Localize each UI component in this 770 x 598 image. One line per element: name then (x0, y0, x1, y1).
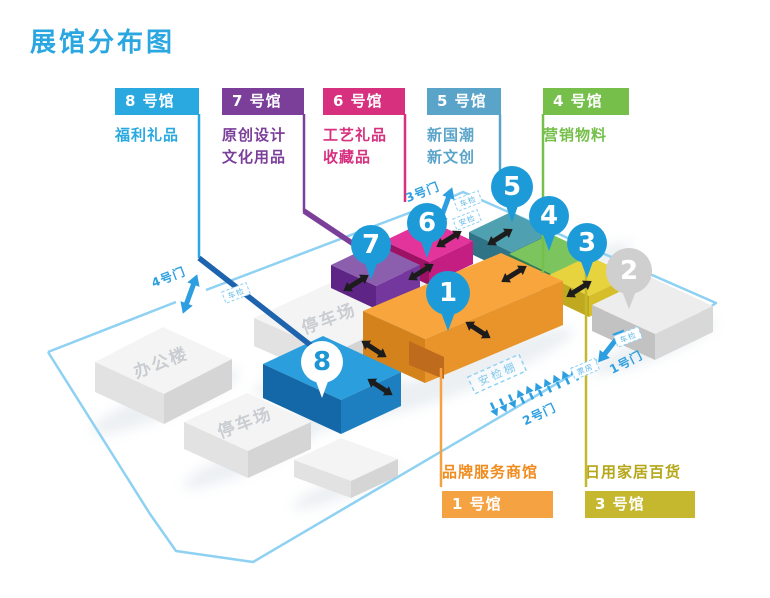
legend-hall-1: 品牌服务商馆 1 号馆 (442, 461, 553, 518)
gate2-label: 2号门 (520, 400, 558, 429)
hall1-tag: 1 号馆 (442, 491, 553, 518)
hall4-category: 营销物料 (543, 126, 608, 144)
pin-3: 3 (567, 223, 607, 278)
pin7-number: 7 (362, 230, 380, 260)
hall6-category: 工艺礼品 (323, 126, 388, 144)
page-title: 展馆分布图 (30, 28, 176, 58)
gate-4: 4号门 车检 (149, 263, 251, 315)
hall5-category: 新文创 (427, 148, 476, 166)
hall7-category: 原创设计 (222, 126, 287, 144)
pin-6: 6 (407, 203, 447, 258)
pin5-number: 5 (503, 172, 521, 202)
legend-hall-6: 6 号馆 工艺礼品 收藏品 (323, 88, 405, 168)
legend-hall-7: 7 号馆 原创设计 文化用品 (222, 88, 304, 168)
hall1-category: 品牌服务商馆 (442, 463, 539, 481)
legend-hall-8: 8 号馆 福利礼品 (115, 88, 199, 146)
hall6-tag: 6 号馆 (323, 88, 405, 115)
office-building: 办公楼 (95, 327, 232, 424)
hall8-category: 福利礼品 (115, 126, 180, 144)
hall6-category: 收藏品 (323, 148, 372, 166)
service-building (294, 438, 398, 498)
pin1-number: 1 (439, 278, 457, 308)
hall-pins: 2 5 4 3 6 (301, 166, 652, 398)
hall3-category: 日用家居百货 (585, 463, 682, 481)
pin8-number: 8 (313, 347, 331, 377)
pin-4: 4 (529, 196, 569, 251)
security-wall (409, 341, 444, 379)
pin-2: 2 (606, 248, 652, 309)
parking-lot-lower: 停车场 (184, 393, 311, 478)
hall3-tag: 3 号馆 (585, 491, 695, 518)
hall8-tag: 8 号馆 (115, 88, 199, 115)
pin3-number: 3 (578, 228, 596, 258)
pin-1: 1 (426, 271, 470, 331)
hall5-category: 新国潮 (427, 126, 476, 144)
pin6-number: 6 (418, 208, 436, 238)
gate3-label: 3号门 (403, 178, 441, 205)
leader-lines (197, 114, 588, 487)
hall4-tag: 4 号馆 (543, 88, 629, 115)
legend-hall-3: 日用家居百货 3 号馆 (585, 461, 695, 518)
legend-hall-5: 5 号馆 新国潮 新文创 (427, 88, 501, 168)
pin4-number: 4 (540, 201, 558, 231)
pin-7: 7 (351, 225, 391, 280)
pin-5: 5 (491, 166, 533, 223)
pin2-number: 2 (620, 256, 638, 286)
gate4-label: 4号门 (149, 263, 187, 290)
legend-hall-4: 4 号馆 营销物料 (543, 88, 629, 146)
hall7-category: 文化用品 (222, 148, 287, 166)
hall5-tag: 5 号馆 (427, 88, 501, 115)
pin-8: 8 (301, 341, 343, 398)
hall7-tag: 7 号馆 (222, 88, 304, 115)
